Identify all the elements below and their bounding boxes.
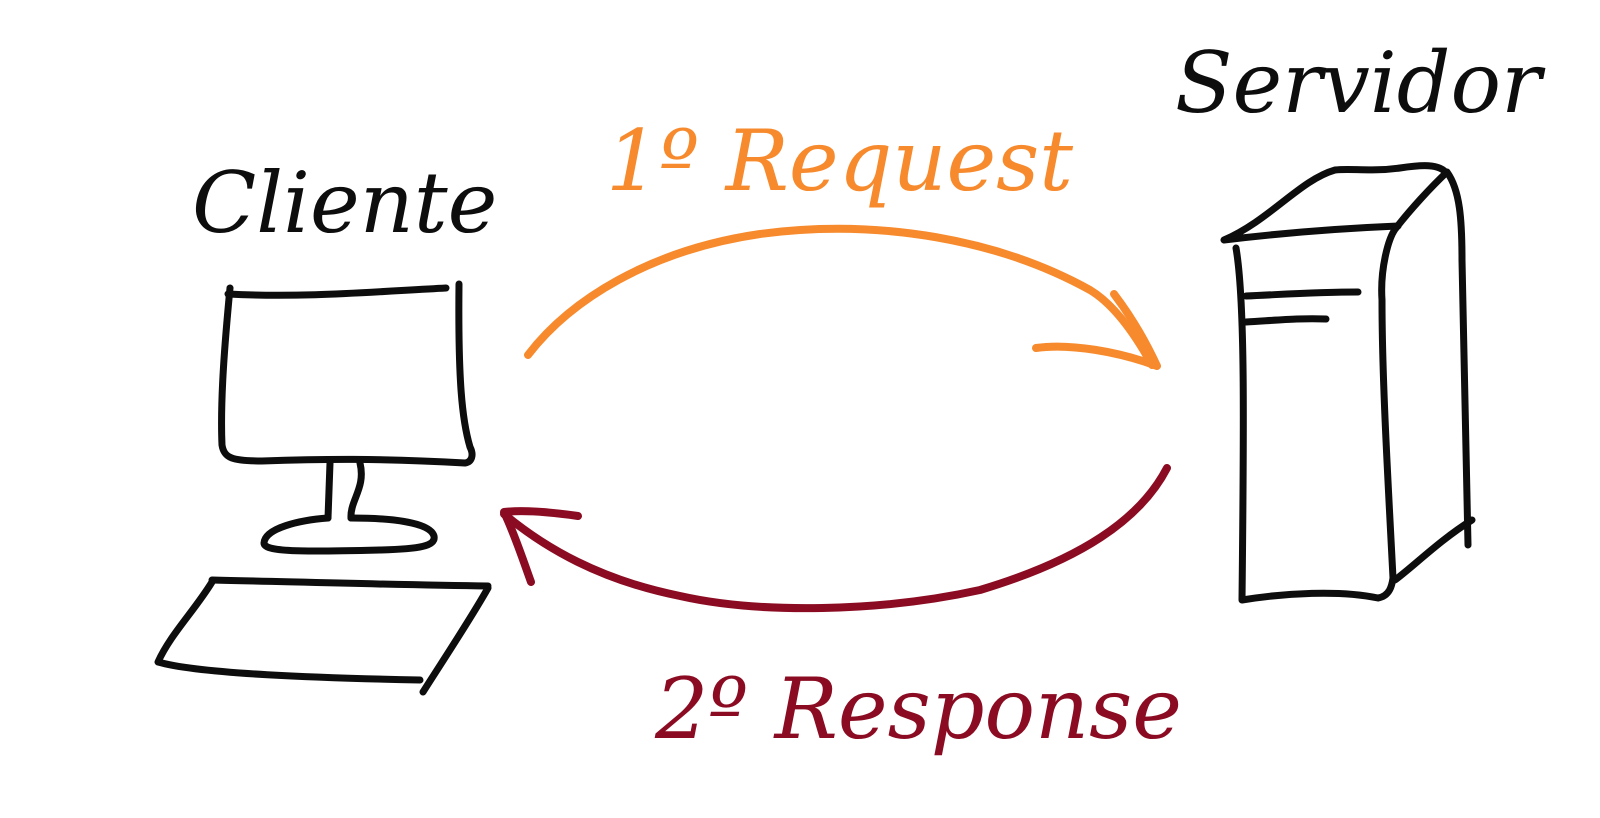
server-drive-slot bbox=[1242, 288, 1362, 300]
monitor-top bbox=[224, 284, 450, 299]
request-arrow-curve bbox=[524, 224, 1156, 369]
server-front bbox=[1232, 224, 1400, 604]
keyboard bbox=[154, 576, 492, 696]
response-arrow bbox=[500, 464, 1171, 613]
response-label: 2º Response bbox=[654, 660, 1182, 758]
client-label: Cliente bbox=[192, 154, 497, 252]
response-arrow-head bbox=[500, 507, 582, 586]
request-label: 1º Request bbox=[606, 112, 1073, 210]
request-arrow-head bbox=[1032, 290, 1161, 370]
server-top bbox=[1220, 162, 1451, 244]
monitor bbox=[218, 280, 476, 467]
computer-icon bbox=[154, 280, 492, 696]
server-drive-slot bbox=[1242, 315, 1330, 326]
monitor-stand bbox=[324, 459, 365, 522]
response-arrow-curve bbox=[500, 464, 1171, 613]
monitor-base bbox=[260, 514, 438, 555]
server-label: Servidor bbox=[1175, 34, 1546, 132]
request-arrow bbox=[524, 224, 1161, 370]
server-side bbox=[1391, 168, 1476, 584]
server-icon bbox=[1220, 162, 1476, 604]
